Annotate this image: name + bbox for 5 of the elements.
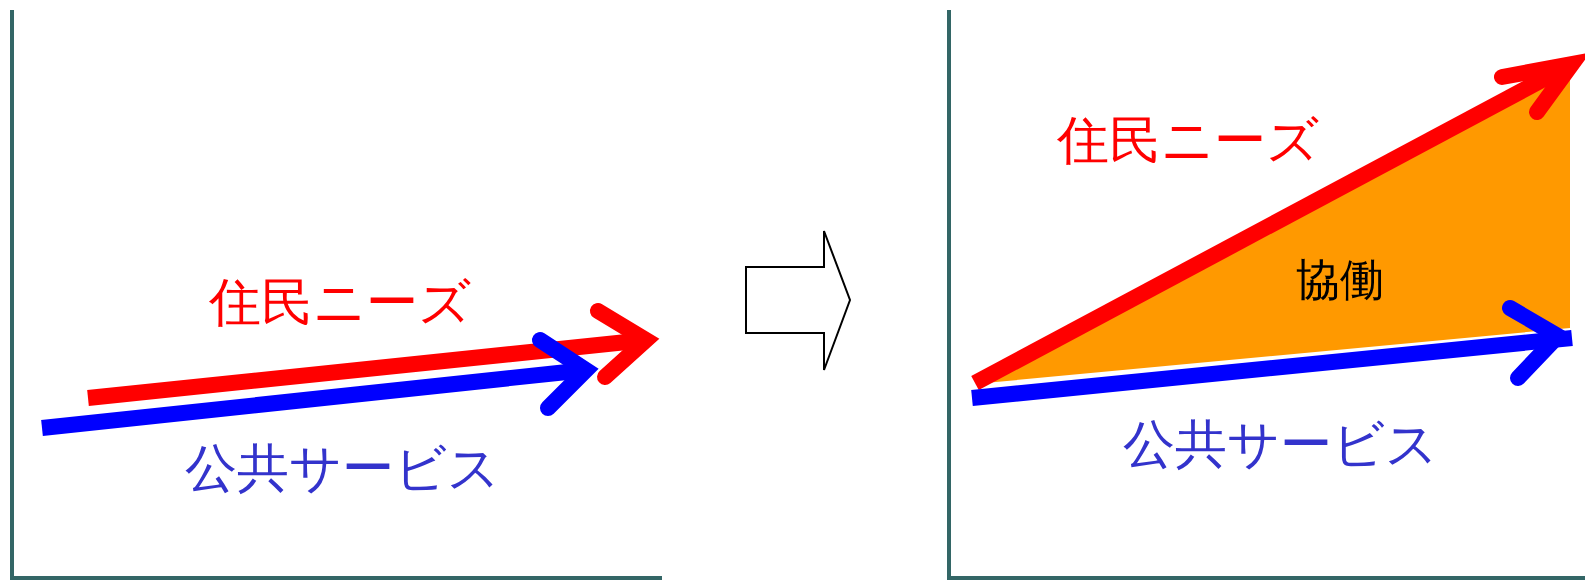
arrow-label: 住民ニーズ bbox=[209, 276, 471, 328]
arrow-label: 公共サービス bbox=[184, 442, 500, 494]
area-label: 協働 bbox=[1296, 258, 1384, 302]
arrow-label: 公共サービス bbox=[1122, 418, 1438, 470]
arrow-label: 住民ニーズ bbox=[1057, 114, 1319, 166]
